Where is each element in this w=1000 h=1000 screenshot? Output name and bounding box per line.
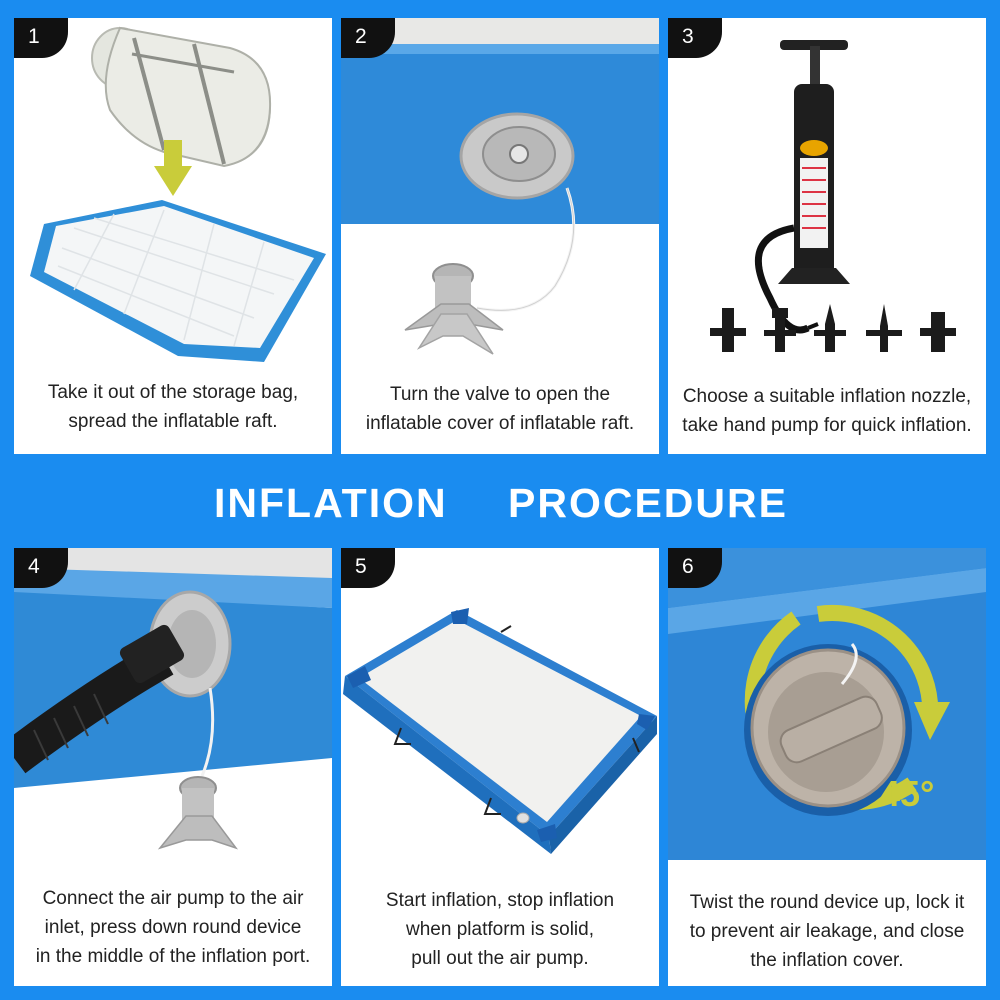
step-panel-6: 45° Twist the round device up, lock it t…	[668, 548, 986, 986]
page-title: INFLATION PROCEDURE	[0, 472, 1000, 534]
title-word-inflation: INFLATION	[214, 480, 448, 526]
locked-valve-rotation-icon: 45°	[668, 548, 986, 860]
rotation-angle-label: 45°	[880, 773, 934, 814]
step-panel-4: Connect the air pump to the air inlet, p…	[14, 548, 332, 986]
step-panel-5: Start inflation, stop inflation when pla…	[341, 548, 659, 986]
step-panel-2: Turn the valve to open the inflatable co…	[341, 18, 659, 454]
step-badge-4: 4	[14, 548, 68, 588]
step-badge-6: 6	[668, 548, 722, 588]
step-caption-1: Take it out of the storage bag, spread t…	[47, 382, 299, 432]
step-badge-3: 3	[668, 18, 722, 58]
hand-pump-and-nozzles-icon	[710, 40, 956, 352]
step-caption-3: Choose a suitable inflation nozzle, take…	[682, 386, 972, 436]
step-caption-5: Start inflation, stop inflation when pla…	[385, 890, 615, 969]
valve-icon	[341, 18, 659, 355]
step-caption-6: Twist the round device up, lock it to pr…	[689, 892, 965, 971]
step-badge-5: 5	[341, 548, 395, 588]
storage-bag-icon	[91, 26, 272, 168]
step-caption-4: Connect the air pump to the air inlet, p…	[35, 888, 311, 967]
valve-cap-icon	[404, 263, 504, 355]
nozzles-icon	[710, 304, 956, 352]
title-word-procedure: PROCEDURE	[508, 480, 788, 526]
down-arrow-icon	[154, 140, 192, 196]
step-panel-1: Take it out of the storage bag, spread t…	[14, 18, 332, 454]
inflated-platform-icon	[343, 608, 657, 854]
raft-icon	[30, 200, 326, 362]
hand-pump-icon	[754, 40, 850, 334]
hose-icon	[14, 624, 185, 774]
step-badge-1: 1	[14, 18, 68, 58]
step-badge-2: 2	[341, 18, 395, 58]
step-caption-2: Turn the valve to open the inflatable co…	[365, 384, 635, 434]
storage-bag-and-raft-icon	[30, 26, 326, 362]
step-panel-3: Choose a suitable inflation nozzle, take…	[668, 18, 986, 454]
valve-cap-icon	[157, 776, 239, 850]
hose-connected-valve-icon	[14, 548, 332, 850]
